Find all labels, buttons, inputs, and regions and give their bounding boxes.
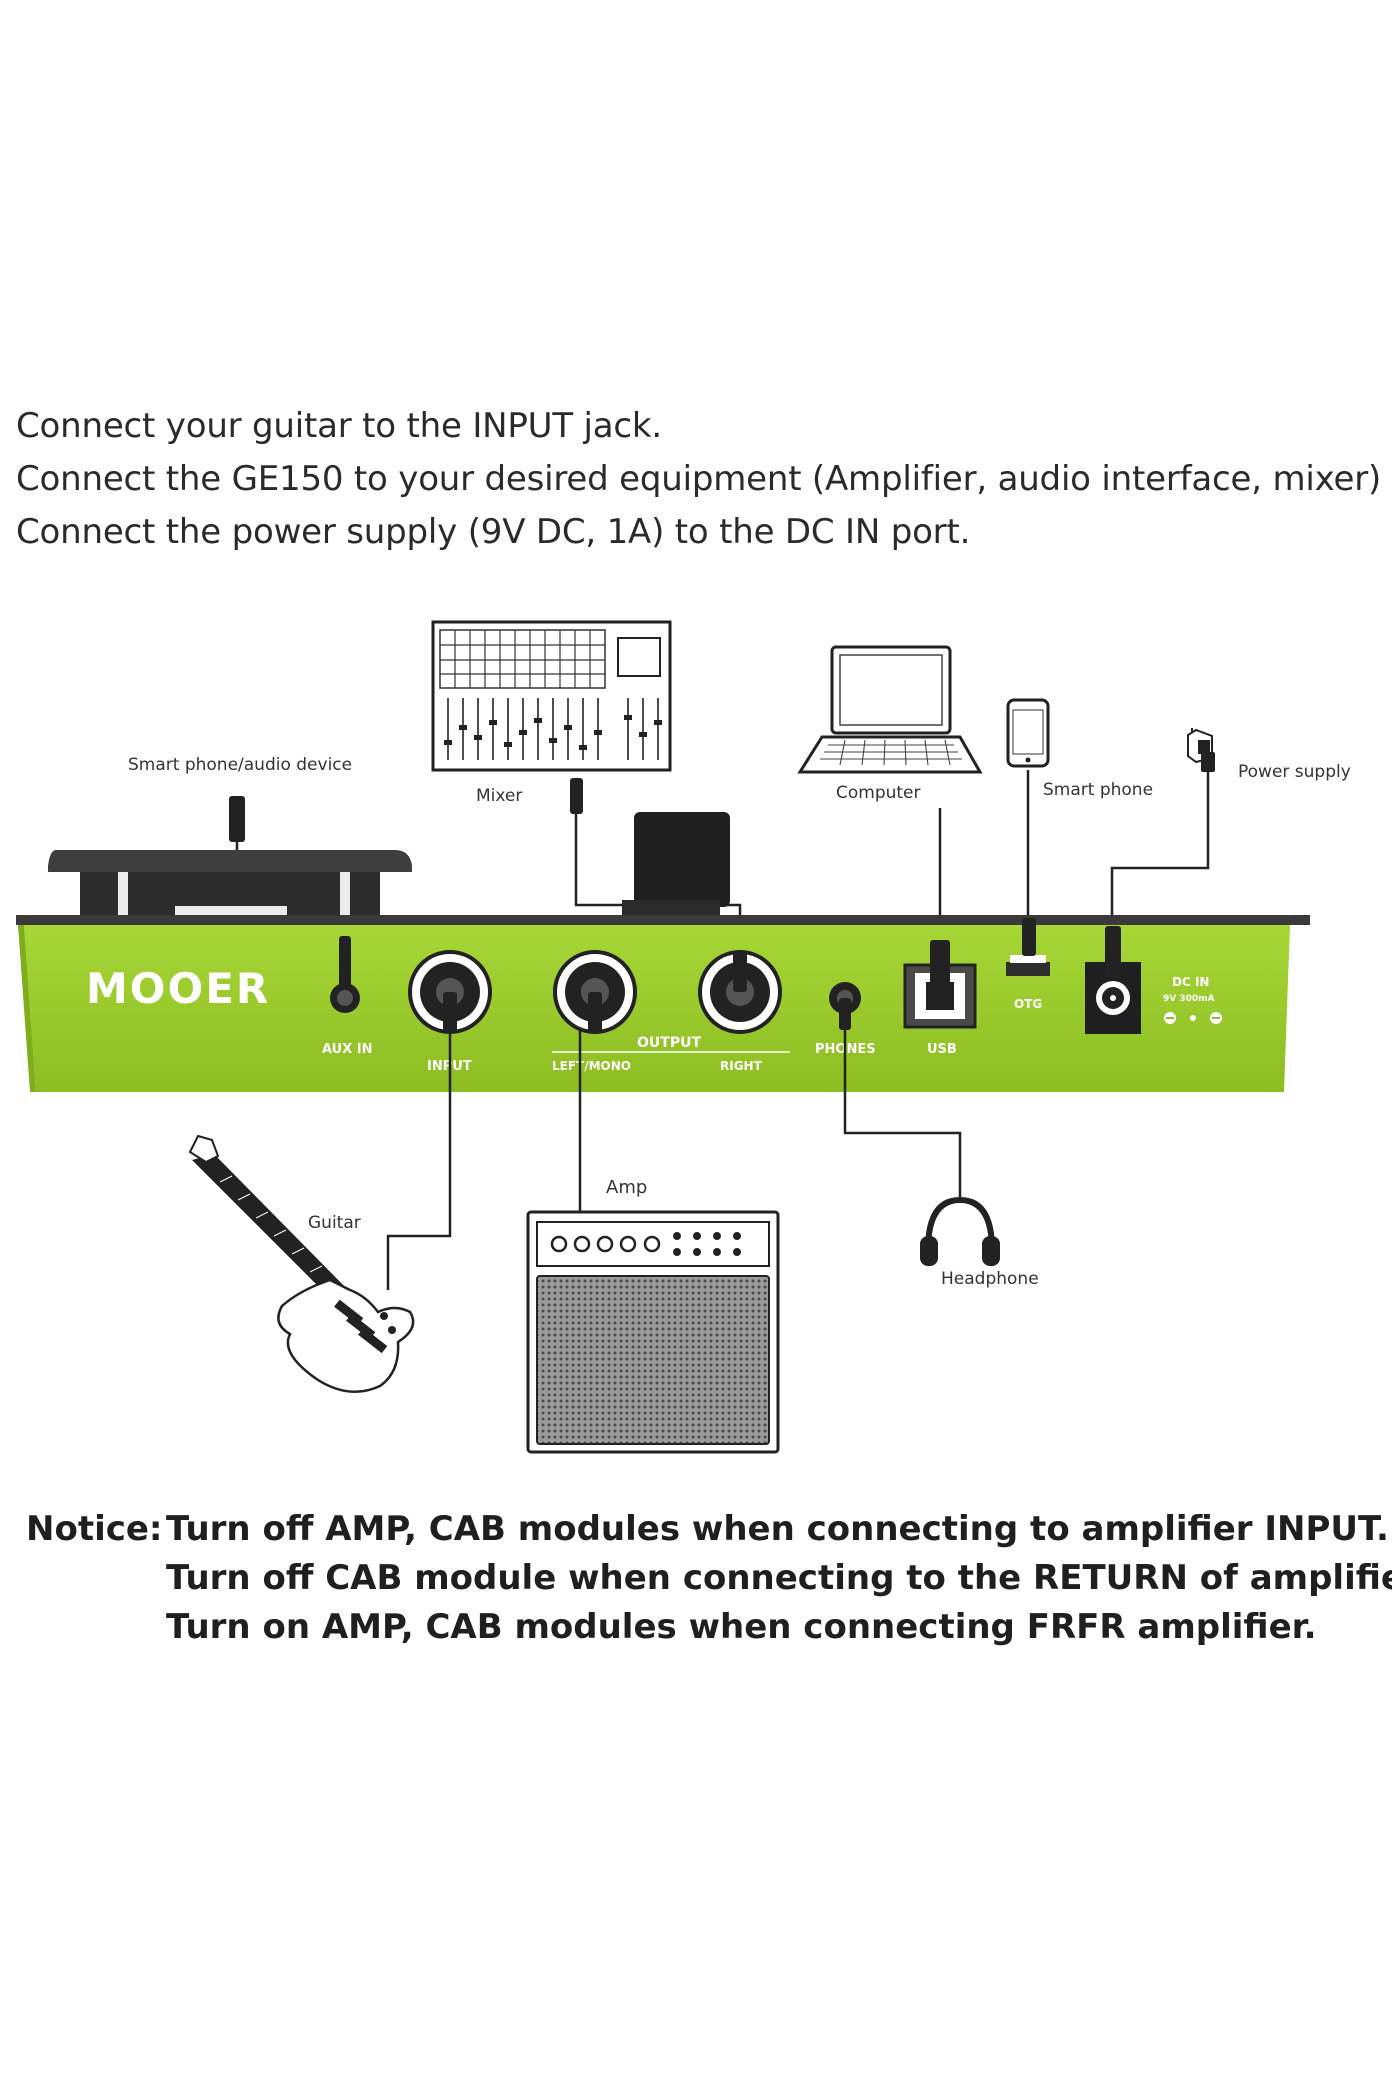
usb-label: USB: [927, 1042, 957, 1057]
computer-icon: [797, 645, 983, 774]
headphone-label: Headphone: [941, 1269, 1039, 1289]
right-jack: [698, 950, 782, 1034]
expression-pedal: [622, 812, 730, 916]
cables-bottom: [386, 1030, 962, 1290]
phones-jack: [829, 982, 861, 1030]
polarity-icon: [1164, 1012, 1222, 1024]
computer-label: Computer: [836, 783, 921, 803]
smartphone-audio-label: Smart phone/audio device: [128, 755, 352, 775]
instruction-line: Connect your guitar to the INPUT jack.: [16, 406, 663, 446]
pedal-top-plate: [16, 915, 1310, 925]
tablet-holder: [48, 850, 412, 917]
output-label: OUTPUT: [637, 1035, 701, 1051]
aux-in-jack: [330, 936, 360, 1013]
instruction-line: Connect the power supply (9V DC, 1A) to …: [16, 512, 971, 552]
dc-spec-label: 9V 300mA: [1163, 994, 1215, 1004]
guitar-icon: [188, 1134, 415, 1393]
mixer-label: Mixer: [476, 786, 522, 806]
notice-label: Notice:: [26, 1509, 163, 1549]
dc-in-port: [1085, 926, 1141, 1034]
guitar-label: Guitar: [308, 1213, 361, 1233]
connection-diagram: Mixer Computer Smart phone Power supply …: [16, 620, 1351, 1454]
aux-in-label: AUX IN: [322, 1042, 372, 1057]
left-mono-jack: [553, 950, 637, 1034]
mixer-icon: [431, 620, 672, 772]
left-mono-label: LEFT/MONO: [552, 1059, 631, 1073]
smartphone-icon: [1006, 698, 1050, 768]
instruction-line: Connect the GE150 to your desired equipm…: [16, 459, 1382, 499]
headphone-icon: [920, 1196, 1000, 1266]
power-supply-label: Power supply: [1238, 762, 1351, 782]
otg-port: [1006, 918, 1050, 976]
mooer-logo: MOOER: [86, 964, 270, 1013]
plugs-top: [229, 752, 1215, 842]
notice-line: Turn on AMP, CAB modules when connecting…: [166, 1607, 1317, 1647]
notice-line: Turn off CAB module when connecting to t…: [166, 1558, 1392, 1598]
amp-label: Amp: [606, 1177, 647, 1198]
notice: Notice:Turn off AMP, CAB modules when co…: [26, 1505, 1392, 1652]
right-label: RIGHT: [720, 1059, 763, 1073]
amp-icon: [526, 1210, 780, 1454]
instructions: Connect your guitar to the INPUT jack. C…: [16, 400, 1386, 559]
smartphone-label: Smart phone: [1043, 780, 1153, 800]
input-jack: [408, 950, 492, 1034]
dc-in-label: DC IN: [1172, 975, 1209, 989]
otg-label: OTG: [1014, 997, 1042, 1011]
notice-line: Turn off AMP, CAB modules when connectin…: [166, 1509, 1389, 1549]
usb-port: [903, 940, 977, 1029]
